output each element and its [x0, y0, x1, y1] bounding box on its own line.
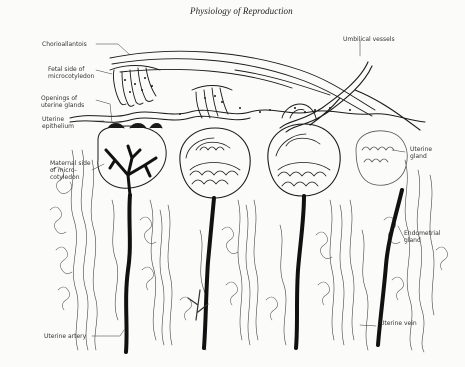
- label-uterine-epithelium: Uterine epithelium: [42, 116, 90, 130]
- microcotyledon-4: [356, 131, 407, 185]
- membrane-stipple: [124, 77, 351, 115]
- label-maternal-side: Maternal side of micro-cotyledon: [50, 160, 94, 181]
- gland-openings: [108, 124, 162, 129]
- leader-lines: [90, 40, 405, 336]
- label-umbilical-vessels: Umbilical vessels: [343, 36, 395, 43]
- label-gland-openings: Openings of uterine glands: [41, 95, 99, 109]
- microcotyledon-2: [180, 128, 250, 198]
- label-fetal-side: Fetal side of microcotyledon: [48, 66, 98, 80]
- label-endometrial-gland: Endometrial gland: [404, 230, 450, 244]
- label-uterine-gland: Uterine gland: [410, 146, 448, 160]
- label-uterine-artery: Uterine artery: [44, 333, 92, 340]
- maternal-vessel-2: [204, 198, 214, 348]
- umbilical-vessels: [280, 62, 420, 132]
- microcotyledon-3: [268, 124, 340, 196]
- fetal-villi-right: [282, 104, 316, 118]
- maternal-vessel-3: [296, 196, 304, 348]
- maternal-vessel-1-trunk: [126, 195, 130, 352]
- label-chorioallantois: Chorioallantois: [42, 41, 87, 48]
- label-uterine-vein: Uterine vein: [380, 320, 417, 327]
